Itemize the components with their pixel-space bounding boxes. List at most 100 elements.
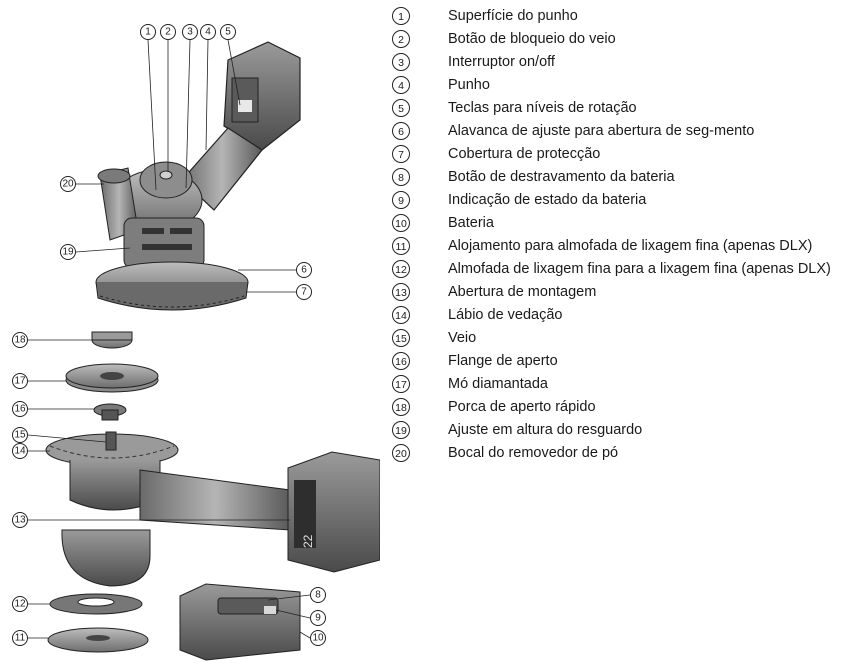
legend-item: 10 Bateria <box>392 214 832 233</box>
legend-text: Ajuste em altura do resguardo <box>448 422 643 438</box>
exploded-parts-drawing: 22 <box>45 331 380 661</box>
svg-text:18: 18 <box>14 335 26 346</box>
svg-text:4: 4 <box>205 27 211 38</box>
svg-text:9: 9 <box>315 613 321 624</box>
legend-text: Flange de aperto <box>448 353 558 369</box>
svg-text:3: 3 <box>187 27 193 38</box>
svg-text:15: 15 <box>14 430 26 441</box>
svg-text:5: 5 <box>225 27 231 38</box>
exploded-view-figure: 22 1 2 3 <box>12 24 380 661</box>
legend-text: Bateria <box>448 215 494 231</box>
svg-text:8: 8 <box>315 590 321 601</box>
legend-item: 5 Teclas para níveis de rotação <box>392 99 832 118</box>
legend-number-badge: 4 <box>392 76 410 94</box>
svg-text:7: 7 <box>301 287 307 298</box>
legend-text: Indicação de estado da bateria <box>448 192 647 208</box>
battery-voltage-label: 22 <box>301 534 315 548</box>
legend-item: 19 Ajuste em altura do resguardo <box>392 421 832 440</box>
legend-item: 12 Almofada de lixagem fina para a lixage… <box>392 260 832 279</box>
legend-text: Superfície do punho <box>448 8 578 24</box>
legend-text: Interruptor on/off <box>448 54 555 70</box>
svg-text:17: 17 <box>14 376 26 387</box>
legend-number-badge: 2 <box>392 30 410 48</box>
callout-10: 10 <box>310 630 326 646</box>
legend-number-badge: 17 <box>392 375 410 393</box>
legend-item: 20 Bocal do removedor de pó <box>392 444 832 463</box>
legend-item: 4 Punho <box>392 76 832 95</box>
legend-item: 1 Superfície do punho <box>392 7 832 26</box>
callout-12: 12 <box>12 596 28 612</box>
callout-8: 8 <box>310 587 326 603</box>
svg-text:14: 14 <box>14 446 26 457</box>
legend-text: Alojamento para almofada de lixagem fina… <box>448 238 813 254</box>
legend-text: Alavanca de ajuste para abertura de seg-… <box>448 123 755 139</box>
parts-legend: 1 Superfície do punho 2 Botão de bloqueio d… <box>392 7 832 467</box>
callout-16: 16 <box>12 401 28 417</box>
legend-number-badge: 10 <box>392 214 410 232</box>
callout-7: 7 <box>296 284 312 300</box>
callout-19: 19 <box>60 244 76 260</box>
svg-text:6: 6 <box>301 265 307 276</box>
legend-text: Mó diamantada <box>448 376 548 392</box>
svg-text:10: 10 <box>312 633 324 644</box>
legend-item: 8 Botão de destravamento da bateria <box>392 168 832 187</box>
legend-text: Teclas para níveis de rotação <box>448 100 637 116</box>
callout-11: 11 <box>12 630 28 646</box>
leader-lines <box>27 39 311 639</box>
legend-number-badge: 5 <box>392 99 410 117</box>
legend-text: Almofada de lixagem fina para a lixagem … <box>448 261 831 277</box>
assembled-grinder-drawing <box>95 41 301 311</box>
svg-text:12: 12 <box>14 599 26 610</box>
legend-number-badge: 7 <box>392 145 410 163</box>
legend-number-badge: 8 <box>392 168 410 186</box>
legend-item: 6 Alavanca de ajuste para abertura de seg… <box>392 122 832 141</box>
legend-number-badge: 11 <box>392 237 410 255</box>
legend-item: 15 Veio <box>392 329 832 348</box>
svg-text:20: 20 <box>62 179 74 190</box>
callout-4: 4 <box>200 24 216 40</box>
callout-1: 1 <box>140 24 156 40</box>
legend-number-badge: 3 <box>392 53 410 71</box>
legend-text: Cobertura de protecção <box>448 146 601 162</box>
legend-number-badge: 1 <box>392 7 410 25</box>
callout-3: 3 <box>182 24 198 40</box>
legend-text: Punho <box>448 77 490 93</box>
legend-item: 11 Alojamento para almofada de lixagem fi… <box>392 237 832 256</box>
svg-text:13: 13 <box>14 515 26 526</box>
callout-2: 2 <box>160 24 176 40</box>
legend-text: Veio <box>448 330 477 346</box>
legend-item: 13 Abertura de montagem <box>392 283 832 302</box>
svg-text:1: 1 <box>145 27 151 38</box>
legend-number-badge: 19 <box>392 421 410 439</box>
legend-number-badge: 20 <box>392 444 410 462</box>
callout-15: 15 <box>12 427 28 443</box>
legend-text: Lábio de vedação <box>448 307 563 323</box>
callout-14: 14 <box>12 443 28 459</box>
legend-number-badge: 15 <box>392 329 410 347</box>
legend-item: 7 Cobertura de protecção <box>392 145 832 164</box>
legend-text: Porca de aperto rápido <box>448 399 596 415</box>
legend-text: Abertura de montagem <box>448 284 597 300</box>
callout-17: 17 <box>12 373 28 389</box>
callout-9: 9 <box>310 610 326 626</box>
legend-number-badge: 13 <box>392 283 410 301</box>
legend-text: Botão de bloqueio do veio <box>448 31 616 47</box>
legend-number-badge: 6 <box>392 122 410 140</box>
legend-number-badge: 14 <box>392 306 410 324</box>
legend-item: 16 Flange de aperto <box>392 352 832 371</box>
legend-item: 2 Botão de bloqueio do veio <box>392 30 832 49</box>
callout-13: 13 <box>12 512 28 528</box>
callout-5: 5 <box>220 24 236 40</box>
legend-text: Bocal do removedor de pó <box>448 445 619 461</box>
legend-number-badge: 9 <box>392 191 410 209</box>
legend-number-badge: 12 <box>392 260 410 278</box>
legend-item: 17 Mó diamantada <box>392 375 832 394</box>
svg-text:11: 11 <box>15 633 26 644</box>
svg-text:2: 2 <box>165 27 171 38</box>
legend-text: Botão de destravamento da bateria <box>448 169 675 185</box>
legend-item: 14 Lábio de vedação <box>392 306 832 325</box>
legend-number-badge: 16 <box>392 352 410 370</box>
callout-20: 20 <box>60 176 76 192</box>
legend-item: 3 Interruptor on/off <box>392 53 832 72</box>
